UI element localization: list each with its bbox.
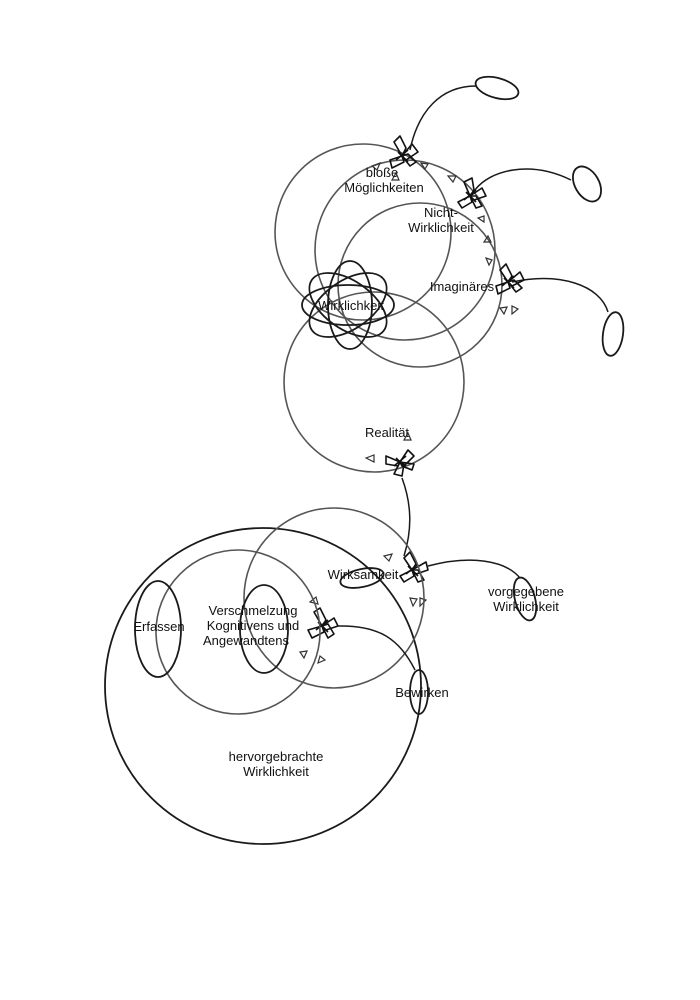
label-nicht: Nicht- (424, 205, 458, 220)
flower-verschmelzung (307, 607, 339, 639)
wirklichkeit-ellipse-vertical (327, 260, 373, 350)
wirksamkeit-ellipse (339, 567, 385, 589)
ring-erfassen (155, 549, 321, 715)
ring-hervorgebrachte (104, 527, 422, 845)
link-source-3 (511, 278, 609, 313)
wirklichkeit-ellipse-tilted-2 (308, 272, 388, 338)
lower-rings (104, 507, 425, 845)
source-ellipse-3 (601, 311, 625, 357)
flower-nicht-wirklichkeit (457, 177, 487, 209)
label-realitaet: Realität (365, 425, 409, 440)
ring-moeglichkeiten (274, 143, 452, 321)
label-hervorgebrachte: hervorgebrachte (229, 749, 324, 764)
label-wirksamkeit: Wirksamkeit (328, 567, 399, 582)
label-wirklichkeit: Wirklichkeit (318, 298, 384, 313)
erfassen-ellipse (134, 580, 182, 678)
ring-verschmelzung (243, 507, 425, 689)
label-erfassen: Erfassen (133, 619, 184, 634)
label-blosse: bloße (366, 165, 399, 180)
verschmelzung-ellipse (239, 584, 289, 674)
flower-realitaet (385, 449, 415, 477)
source-ellipse-1 (474, 75, 520, 101)
label-angewandtens: Angewandtens (203, 633, 290, 648)
source-ellipse-2 (572, 165, 602, 203)
label-kognitivens: Kognitivens und (207, 618, 300, 633)
link-vorgegebene-wirksamkeit (427, 559, 521, 579)
label-hervorgebrachte-wirklichkeit: Wirklichkeit (243, 764, 309, 779)
label-vorgegebene-wirklichkeit: Wirklichkeit (493, 599, 559, 614)
label-nicht-wirklichkeit: Wirklichkeit (408, 220, 474, 235)
link-source-1 (409, 85, 477, 151)
flower-imaginaeres (495, 263, 525, 295)
link-realitaet-wirksamkeit (401, 477, 411, 557)
wirklichkeit-ellipses (301, 260, 395, 350)
label-verschmelzung: Verschmelzung (209, 603, 298, 618)
ring-realitaet (283, 291, 465, 473)
bewirken-ellipse (409, 669, 429, 715)
label-imaginaeres: Imaginäres (430, 279, 495, 294)
flower-wirksamkeit (399, 551, 429, 583)
flower-moeglichkeiten (389, 135, 419, 169)
label-moeglichkeiten: Möglichkeiten (344, 180, 424, 195)
wirklichkeit-ellipse-tilted-1 (308, 272, 388, 338)
label-bewirken: Bewirken (395, 685, 448, 700)
label-vorgegebene: vorgegebene (488, 584, 564, 599)
arrowheads (298, 161, 520, 665)
link-source-2 (474, 168, 572, 191)
wirklichkeit-ellipse-horizontal (301, 284, 395, 326)
link-bewirken-verschmelzung (337, 625, 416, 671)
